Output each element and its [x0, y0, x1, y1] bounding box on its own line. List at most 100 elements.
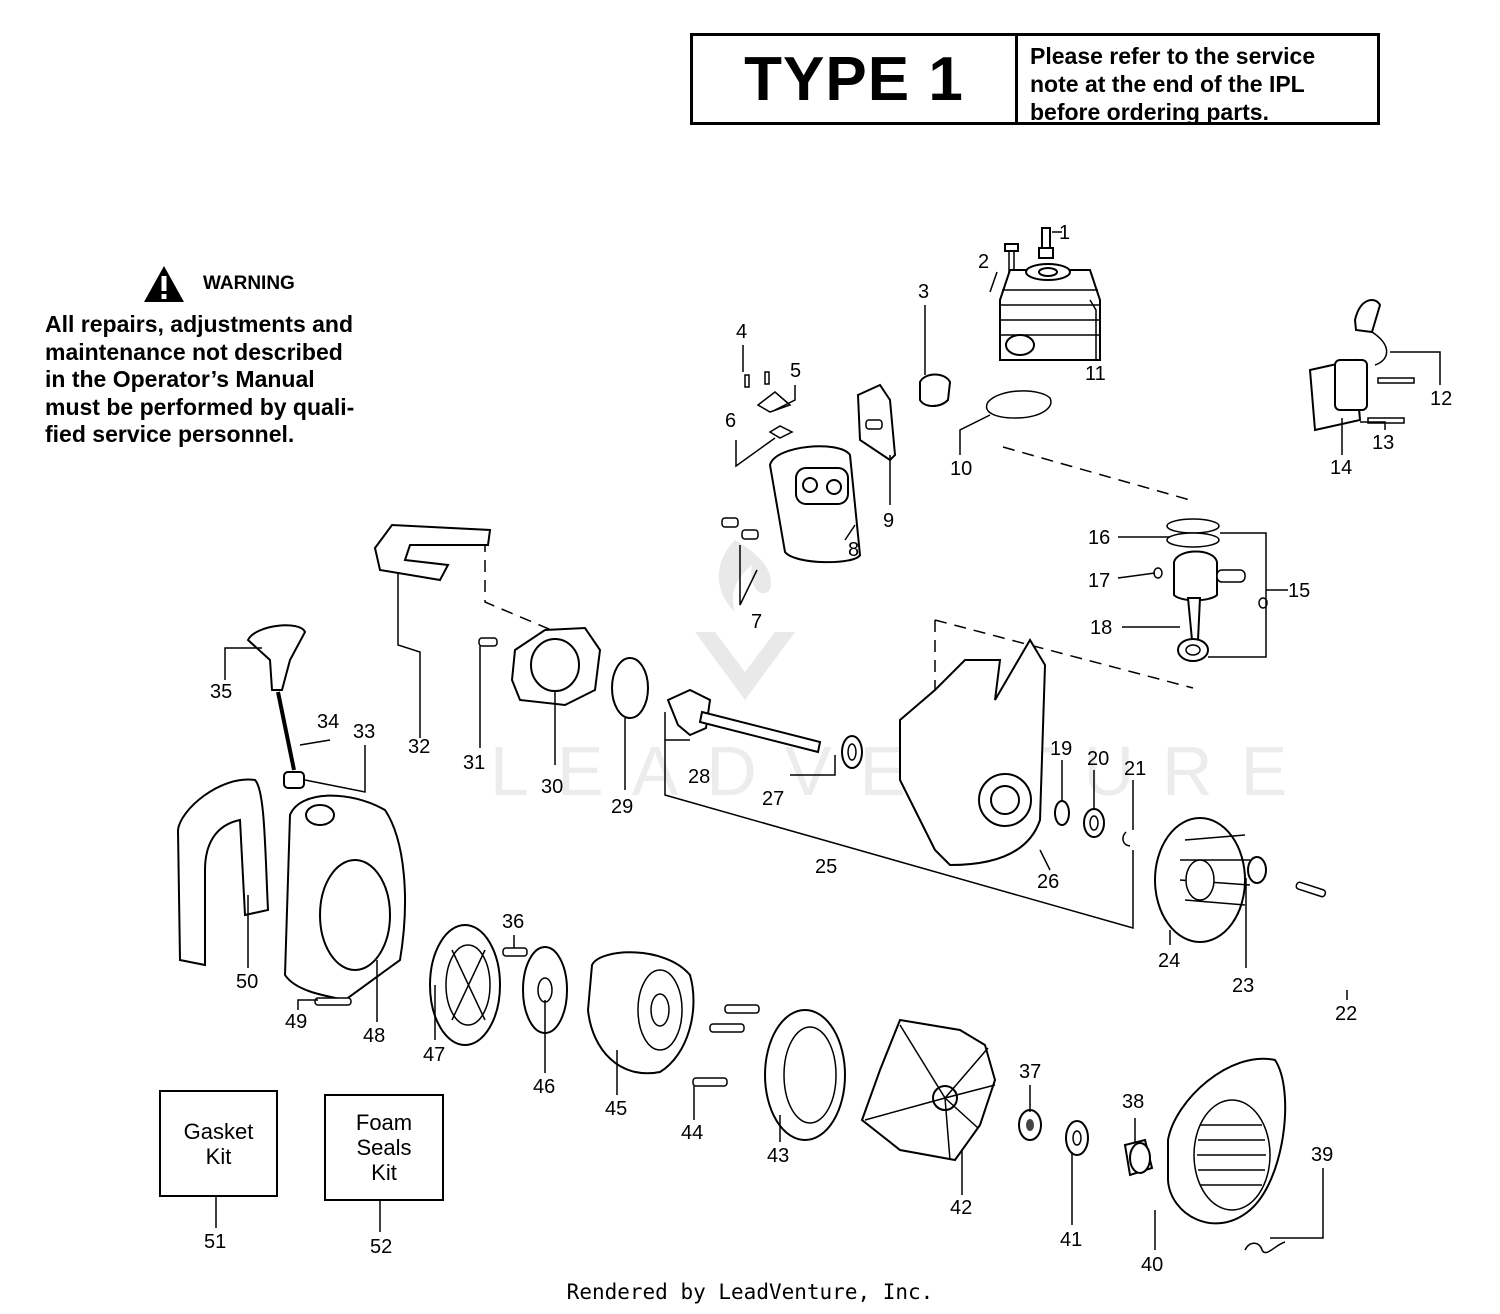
callout-45: 45 [605, 1098, 627, 1120]
callout-25: 25 [815, 856, 837, 878]
blower-housing-part[interactable] [283, 794, 406, 1002]
callout-17: 17 [1088, 570, 1110, 592]
callout-34: 34 [317, 711, 339, 733]
callout-16: 16 [1088, 527, 1110, 549]
blower-foam-part[interactable] [176, 778, 270, 967]
kit-label-line: Seals [356, 1135, 412, 1160]
callout-48: 48 [363, 1025, 385, 1047]
intake-adapter-part[interactable] [919, 373, 952, 407]
foam-seal-part[interactable] [373, 523, 492, 582]
leader-lines [215, 231, 1441, 1250]
rendered-by-footer: Rendered by LeadVenture, Inc. [566, 1280, 934, 1304]
callout-9: 9 [883, 510, 894, 532]
flywheel-key-part[interactable] [1295, 881, 1327, 898]
assembly-dashed-lines [484, 446, 1194, 695]
callout-14: 14 [1330, 457, 1352, 479]
warning-text: All repairs, adjustments and maintenance… [45, 311, 387, 449]
warning-block: WARNING All repairs, adjustments and mai… [45, 265, 387, 449]
callout-50: 50 [236, 971, 258, 993]
callout-4: 4 [736, 321, 747, 343]
callout-29: 29 [611, 796, 633, 818]
callout-28: 28 [688, 766, 710, 788]
crank-seals-part[interactable] [1054, 800, 1131, 847]
kit-label-line: Kit [205, 1143, 232, 1169]
callout-5: 5 [790, 360, 801, 382]
housing-screw-part[interactable] [478, 637, 498, 647]
crank-housing-part[interactable] [510, 626, 602, 707]
service-note-line: note at the end of the IPL [1030, 71, 1305, 97]
warning-triangle-icon [144, 266, 184, 302]
kit-label-line: Gasket [183, 1118, 254, 1144]
foam-seals-kit-box[interactable]: Foam Seals Kit [324, 1094, 444, 1201]
leadventure-watermark: LEADVENTURE [490, 540, 1315, 810]
service-note-line: Please refer to the service [1030, 43, 1316, 69]
starter-pulley-part[interactable] [429, 924, 501, 1046]
o-ring-part[interactable] [611, 657, 649, 719]
callout-27: 27 [762, 788, 784, 810]
cylinder-part[interactable] [999, 263, 1101, 361]
callout-20: 20 [1087, 748, 1109, 770]
service-note: Please refer to the service note at the … [1018, 36, 1377, 125]
kit-label-line: Kit [371, 1160, 397, 1185]
callout-37: 37 [1019, 1061, 1041, 1083]
starter-handle-part[interactable] [246, 624, 307, 789]
gasket-kit-box[interactable]: Gasket Kit [159, 1090, 278, 1197]
warning-header: WARNING [45, 265, 387, 303]
service-note-line: before ordering parts. [1030, 99, 1269, 125]
warning-title: WARNING [203, 273, 295, 294]
spark-plug-part[interactable] [1038, 227, 1054, 259]
callout-39: 39 [1311, 1144, 1333, 1166]
cylinder-gasket-part[interactable] [985, 390, 1052, 419]
callout-19: 19 [1050, 738, 1072, 760]
fan-cover-part[interactable] [764, 1009, 846, 1141]
impeller-part[interactable] [860, 1018, 997, 1162]
crankcase-part[interactable] [899, 638, 1047, 867]
callout-38: 38 [1122, 1091, 1144, 1113]
muffler-part[interactable] [768, 445, 862, 564]
callout-47: 47 [423, 1044, 445, 1066]
module-screws-part[interactable] [1367, 377, 1415, 424]
blower-cover-part[interactable] [1167, 1057, 1287, 1225]
flywheel-washer-part[interactable] [1247, 856, 1267, 884]
callout-26: 26 [1037, 871, 1059, 893]
cover-spring-part[interactable] [1244, 1241, 1286, 1254]
callout-8: 8 [848, 539, 859, 561]
callout-22: 22 [1335, 1003, 1357, 1025]
warning-line: fied service personnel. [45, 421, 295, 448]
callout-1: 1 [1059, 222, 1070, 244]
spring-washer-part[interactable] [522, 946, 568, 1034]
callout-labels: 1 2 3 4 5 6 7 8 9 10 11 12 13 14 15 16 1… [204, 222, 1452, 1276]
callout-11: 11 [1085, 363, 1106, 385]
pulley-screw-part[interactable] [502, 947, 528, 957]
impeller-nut-part[interactable] [1018, 1109, 1042, 1141]
callout-46: 46 [533, 1076, 555, 1098]
callout-18: 18 [1090, 617, 1112, 639]
starter-assembly-part[interactable] [586, 951, 695, 1075]
warning-line: maintenance not described [45, 338, 343, 365]
muffler-plate-part[interactable] [856, 383, 897, 462]
impeller-washer-part[interactable] [1065, 1120, 1089, 1156]
callout-41: 41 [1060, 1229, 1082, 1251]
callout-31: 31 [463, 752, 485, 774]
piston-assembly-part[interactable] [1153, 518, 1268, 662]
watermark-text: LEADVENTURE [490, 732, 1315, 810]
housing-bolt-part[interactable] [314, 997, 352, 1006]
type-header-box: TYPE 1 Please refer to the service note … [690, 33, 1380, 125]
crankshaft-part[interactable] [666, 688, 863, 769]
warning-line: in the Operator’s Manual [45, 366, 315, 393]
ignition-module-part[interactable] [1308, 298, 1388, 432]
callout-21: 21 [1124, 758, 1146, 780]
type-label: TYPE 1 [693, 36, 1018, 122]
callout-40: 40 [1141, 1254, 1163, 1276]
callout-32: 32 [408, 736, 430, 758]
callout-42: 42 [950, 1197, 972, 1219]
muffler-screws-part[interactable] [721, 517, 759, 540]
callout-36: 36 [502, 911, 524, 933]
callout-52: 52 [370, 1236, 392, 1258]
flywheel-part[interactable] [1154, 817, 1251, 943]
starter-screws-part[interactable] [692, 1004, 760, 1087]
callout-35: 35 [210, 681, 232, 703]
callout-15: 15 [1288, 580, 1310, 602]
spacer-part[interactable] [1123, 1138, 1154, 1177]
